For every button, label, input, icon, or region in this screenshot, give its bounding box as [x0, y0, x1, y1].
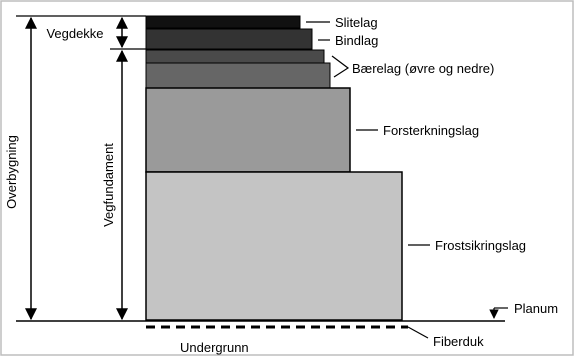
baerelag-label: Bærelag (øvre og nedre) [352, 61, 494, 76]
overbygning-label-bg [3, 110, 21, 234]
layer-frostsikringslag [145, 171, 403, 321]
slitelag-label: Slitelag [335, 15, 378, 30]
forsterkningslag-label: Forsterkningslag [383, 123, 479, 138]
fiberduk-leader [407, 326, 429, 339]
baerelag-leader [331, 55, 350, 78]
layer-baerelag-upper [145, 49, 325, 64]
layer-bindlag [145, 28, 313, 50]
layer-slitelag [145, 15, 301, 29]
vegfundament-label-bg [100, 122, 118, 248]
vegfundament-label: Vegfundament [101, 143, 116, 227]
overbygning-label: Overbygning [4, 135, 19, 209]
bindlag-label: Bindlag [335, 33, 378, 48]
layer-baerelag-lower [145, 62, 331, 89]
vegdekke-label-bg [38, 24, 112, 42]
layer-forsterkningslag [145, 87, 351, 173]
fiberduk-label: Fiberduk [433, 334, 484, 349]
planum-label: Planum [514, 301, 558, 316]
vegdekke-label: Vegdekke [46, 26, 103, 41]
undergrunn-label: Undergrunn [180, 340, 249, 355]
frostsikringslag-label: Frostsikringslag [435, 238, 526, 253]
